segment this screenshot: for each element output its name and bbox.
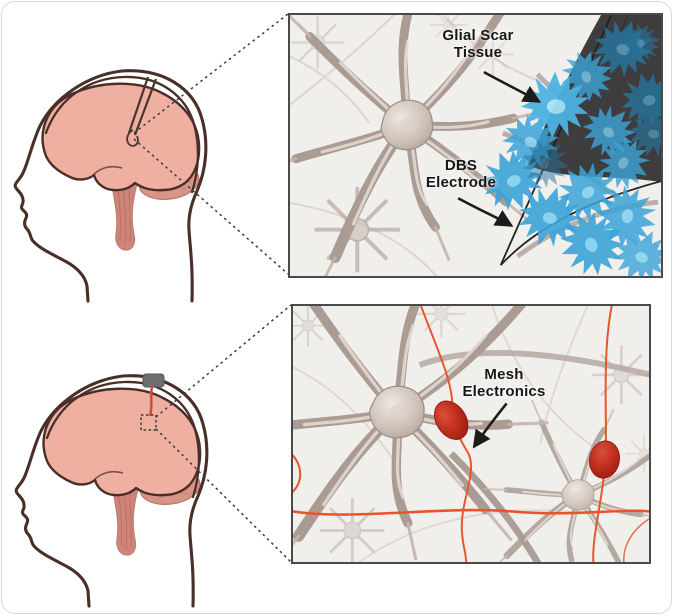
inset-mesh-electronics: Mesh Electronics [291,304,651,564]
mesh-inset-art [293,306,649,562]
mesh-lead-wire [148,386,154,417]
mesh-electrode-discs [434,400,620,479]
glial-scar-label: Glial Scar Tissue [408,27,548,61]
top-head-illustration [13,13,289,303]
mesh-electronics-arrow [472,402,508,449]
dbs-electrode-label-line1: DBS [444,157,478,174]
mesh-electronics-label: Mesh Electronics [433,366,575,400]
bottom-head-illustration [14,304,292,608]
implant-module-icon [142,373,165,388]
zoom-region-box [140,414,157,431]
crossing-dendrites [418,349,649,562]
glial-scar-label-line2: Tissue [453,44,503,61]
dbs-probe-icon [126,76,158,147]
mesh-disc-left [434,400,469,440]
inset-dbs-electrode: Glial Scar Tissue DBS Electrode [288,13,663,278]
dbs-inset-art [290,15,661,276]
dbs-electrode-label-line2: Electrode [425,174,497,191]
mesh-electronics-label-line2: Electronics [462,383,546,400]
annotation-arrows [457,71,542,227]
glial-scar-arrow [483,71,542,103]
bottom-zoom-connectors [155,304,292,563]
mesh-disc-right [589,440,620,479]
mesh-electronics-label-line1: Mesh [484,366,524,383]
top-zoom-connectors [133,13,289,275]
dbs-electrode-label: DBS Electrode [391,157,531,191]
glial-scar-label-line1: Glial Scar [442,27,514,44]
dbs-electrode-arrow [457,197,514,227]
